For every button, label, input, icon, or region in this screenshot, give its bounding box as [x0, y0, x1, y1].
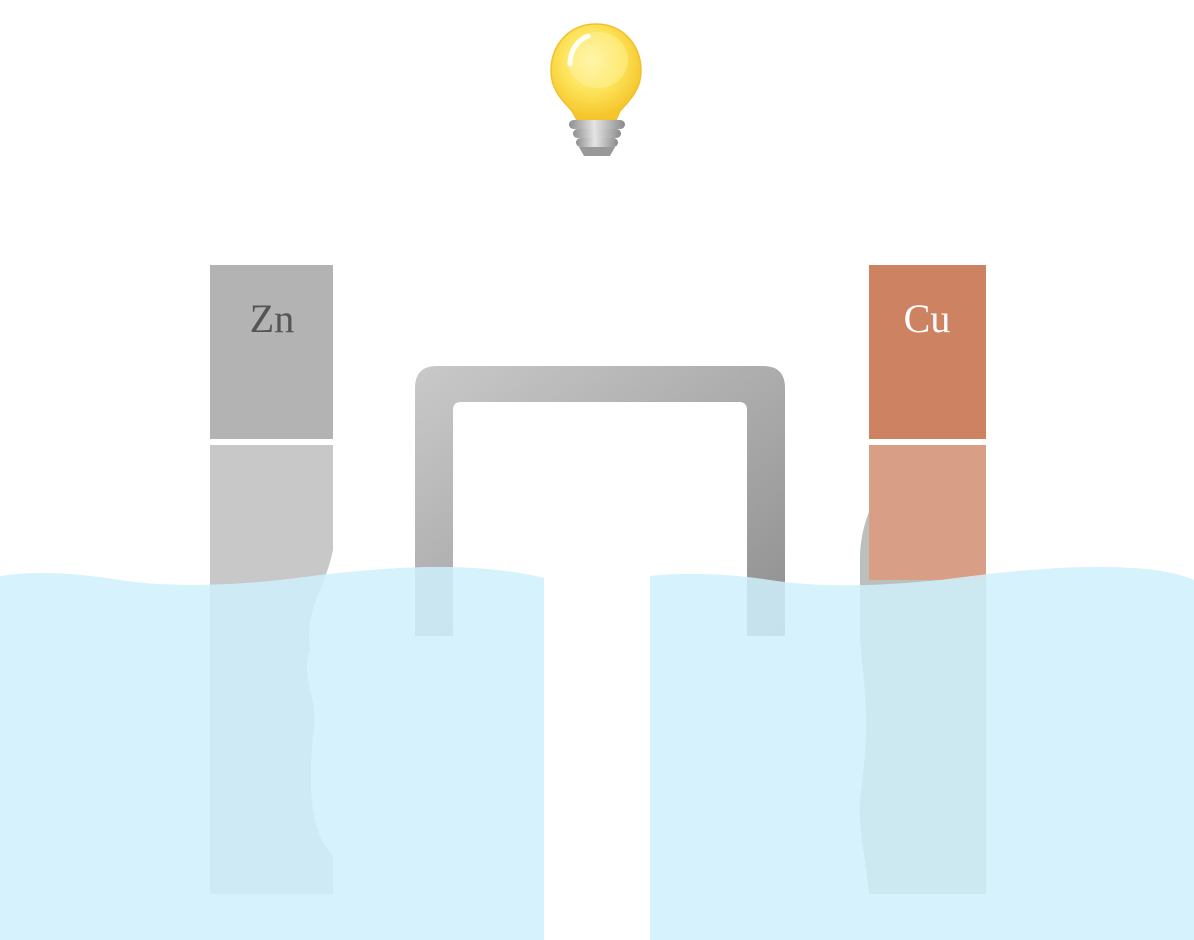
left-solution [0, 566, 544, 940]
bulb-base-ring [576, 138, 618, 147]
light-bulb-icon [550, 23, 642, 156]
bulb-base-ring [573, 129, 621, 138]
bulb-highlight [567, 33, 591, 67]
copper-electrode-label: Cu [904, 296, 951, 341]
right-solution [650, 566, 1194, 940]
bulb-shine [568, 32, 628, 88]
bulb-base-tip [579, 147, 615, 156]
zinc-electrode-label: Zn [250, 296, 294, 341]
zinc-electrode-top [210, 265, 333, 439]
bulb-base-ring [569, 120, 625, 129]
copper-electrode-top [869, 265, 986, 439]
